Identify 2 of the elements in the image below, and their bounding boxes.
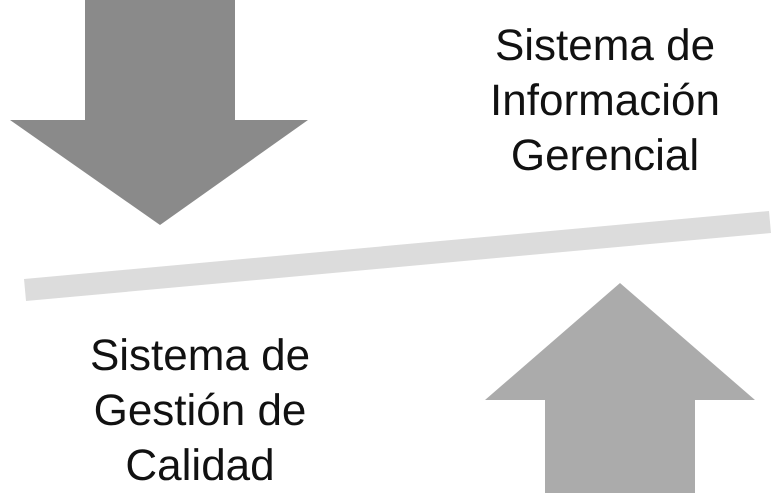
system-label: Sistema de Información Gerencial [489,20,721,182]
system-label: Sistema de Gestión de Calidad [88,330,312,492]
